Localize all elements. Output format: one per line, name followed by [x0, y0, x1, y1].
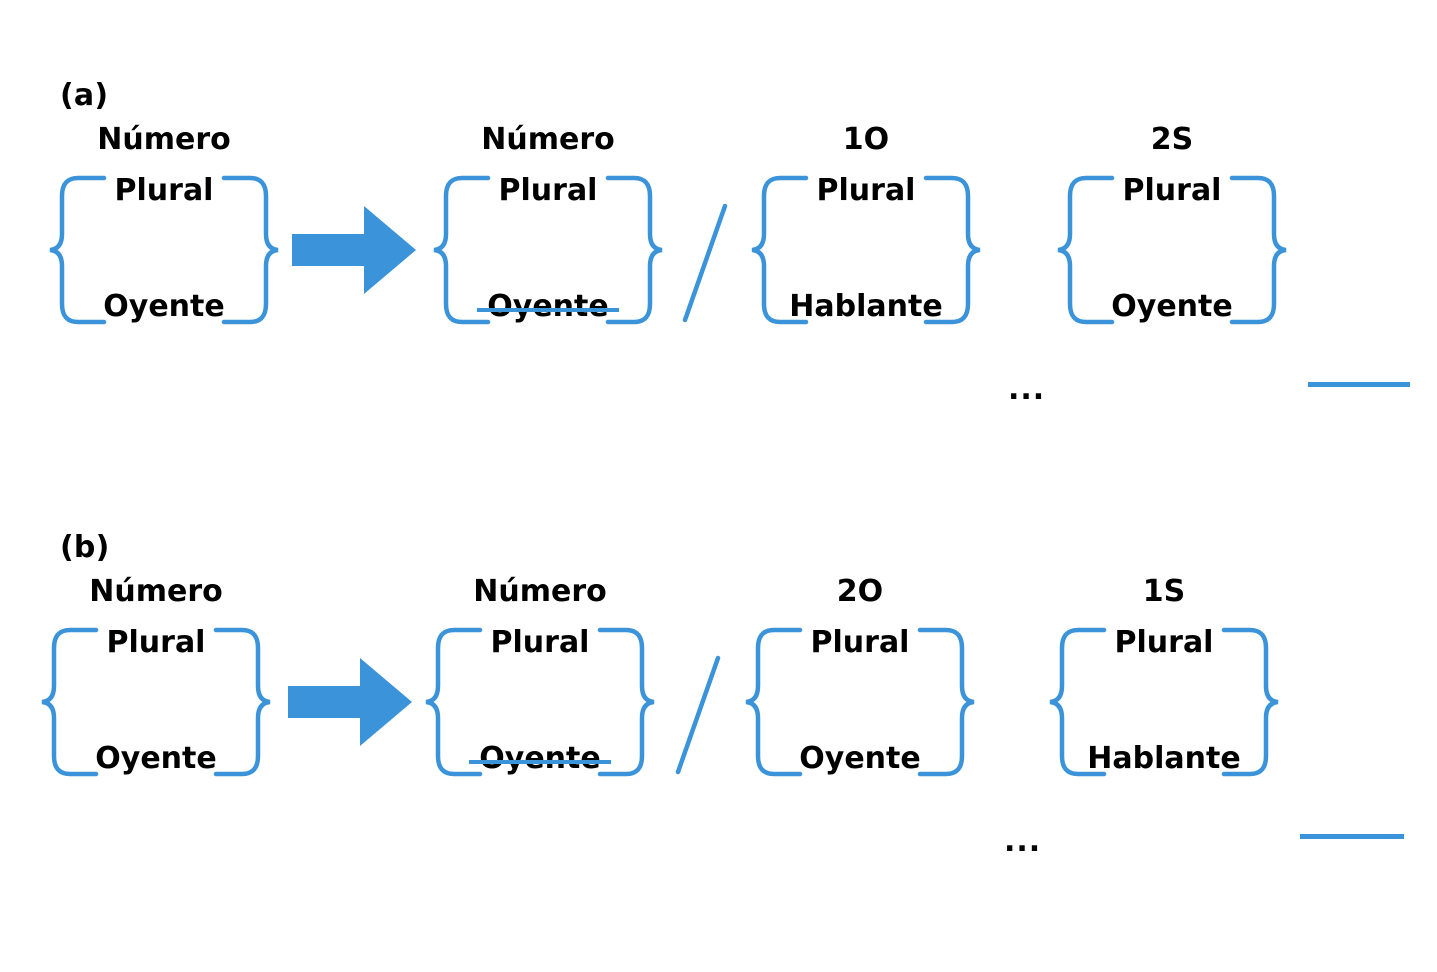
feature-value: Hablante — [789, 289, 943, 324]
curly-brace — [751, 175, 981, 325]
curly-brace — [41, 627, 271, 777]
feature-slot-top: Plural — [744, 628, 976, 658]
panel-label-b: (b) — [60, 530, 110, 565]
feature-slot-top: Plural — [750, 176, 982, 206]
group-header: Número — [473, 574, 607, 609]
group-header: Número — [481, 122, 615, 157]
feature-slot-bottom: Oyente — [40, 744, 272, 774]
feature-value: Oyente — [1111, 289, 1233, 324]
feature-value: Oyente — [799, 741, 921, 776]
group-header: 2O — [836, 574, 884, 609]
context-baseline — [1300, 834, 1404, 839]
feature-value: Plural — [1114, 625, 1214, 660]
rule-row-b: Número Plural Oyente Número — [0, 572, 1437, 872]
group-header: 2S — [1150, 122, 1194, 157]
curly-brace — [1049, 627, 1279, 777]
context-ellipsis: ... — [1008, 372, 1046, 407]
feature-slot-bottom: Oyente — [1056, 292, 1288, 322]
feature-slot-bottom: Oyente — [48, 292, 280, 322]
feature-value: Plural — [810, 625, 910, 660]
feature-value: Plural — [106, 625, 206, 660]
curly-brace — [49, 175, 279, 325]
feature-slot-top: Plural — [424, 628, 656, 658]
feature-slot-bottom: Hablante — [1048, 744, 1280, 774]
context-slash-separator — [668, 650, 728, 780]
rule-arrow-icon — [292, 202, 417, 298]
group-header: Número — [89, 574, 223, 609]
feature-slot-top: Plural — [1048, 628, 1280, 658]
curly-brace — [1057, 175, 1287, 325]
group-header: 1O — [842, 122, 890, 157]
feature-value: Oyente — [103, 289, 225, 324]
feature-value: Plural — [114, 173, 214, 208]
feature-slot-bottom: Oyente — [432, 292, 664, 322]
feature-slot-top: Plural — [1056, 176, 1288, 206]
rule-row-a: Número Plural Oyente Número — [0, 120, 1437, 420]
feature-value: Hablante — [1087, 741, 1241, 776]
curly-brace — [745, 627, 975, 777]
context-slash-separator — [675, 198, 735, 328]
curly-brace — [425, 627, 655, 777]
feature-slot-top: Plural — [40, 628, 272, 658]
feature-group-a-context-1: 1O Plural Hablante — [750, 122, 982, 330]
feature-value-struck: Oyente — [469, 741, 612, 776]
feature-group-b-result: Número Plural Oyente — [424, 574, 656, 782]
context-ellipsis: ... — [1004, 824, 1042, 859]
feature-value: Plural — [1122, 173, 1222, 208]
feature-slot-bottom: Hablante — [750, 292, 982, 322]
feature-group-b-context-2: 1S Plural Hablante — [1048, 574, 1280, 782]
feature-group-a-source: Número Plural Oyente — [48, 122, 280, 330]
feature-group-a-context-2: 2S Plural Oyente — [1056, 122, 1288, 330]
feature-value-struck: Oyente — [477, 289, 620, 324]
feature-slot-bottom: Oyente — [424, 744, 656, 774]
feature-slot-bottom: Oyente — [744, 744, 976, 774]
panel-b: (b) Número Plural Oyente Número — [0, 452, 1437, 932]
feature-slot-top: Plural — [432, 176, 664, 206]
feature-value: Plural — [490, 625, 590, 660]
curly-brace — [433, 175, 663, 325]
panel-a: (a) Número Plural Oyente Número — [0, 0, 1437, 480]
panel-label-a: (a) — [60, 78, 109, 113]
feature-slot-top: Plural — [48, 176, 280, 206]
group-header: 1S — [1142, 574, 1186, 609]
feature-value: Plural — [498, 173, 598, 208]
group-header: Número — [97, 122, 231, 157]
feature-group-a-result: Número Plural Oyente — [432, 122, 664, 330]
feature-group-b-source: Número Plural Oyente — [40, 574, 272, 782]
feature-value: Oyente — [95, 741, 217, 776]
feature-value: Plural — [816, 173, 916, 208]
feature-group-b-context-1: 2O Plural Oyente — [744, 574, 976, 782]
context-baseline — [1308, 382, 1410, 387]
rule-arrow-icon — [288, 654, 413, 750]
